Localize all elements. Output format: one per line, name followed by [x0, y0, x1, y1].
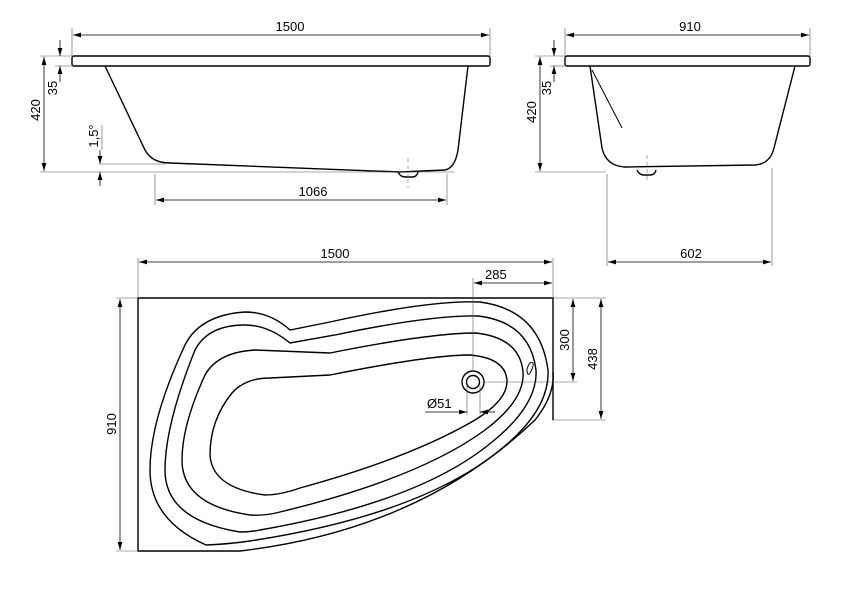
side-rim: [71, 55, 491, 67]
side-length-label: 1500: [276, 19, 305, 34]
drain-outer: [461, 370, 485, 394]
end-view: 910 35 420 602: [524, 19, 811, 266]
bottom-length-label: 1066: [299, 184, 328, 199]
corner-label: 438: [585, 348, 600, 370]
side-rim-label: 35: [45, 81, 60, 95]
top-basin-inner: [209, 354, 508, 496]
top-rim-inner: [164, 315, 537, 533]
end-rim-label: 35: [539, 81, 554, 95]
drain-inner: [465, 374, 481, 390]
overflow: [526, 361, 534, 375]
top-length-label: 1500: [321, 246, 350, 261]
end-height-label: 420: [524, 101, 539, 123]
slope-label: 1,5°: [86, 124, 101, 147]
drain-offset-label: 602: [680, 246, 702, 261]
top-width-label: 910: [104, 413, 119, 435]
side-body: [104, 65, 469, 173]
side-drain: [397, 171, 419, 178]
end-rim: [564, 55, 811, 67]
drain-y-label: 300: [557, 329, 572, 351]
top-view: 1500 285 910 300 438 Ø51: [104, 246, 606, 552]
side-view: 1500 35 420 1,5° 1066: [28, 19, 491, 205]
end-width-label: 910: [679, 19, 701, 34]
end-body: [589, 65, 796, 168]
top-rim-outer: [149, 301, 549, 546]
drain-diameter-label: Ø51: [427, 396, 452, 411]
drain-x-label: 285: [485, 267, 507, 282]
top-basin-outer: [181, 332, 524, 516]
side-height-label: 420: [28, 99, 43, 121]
